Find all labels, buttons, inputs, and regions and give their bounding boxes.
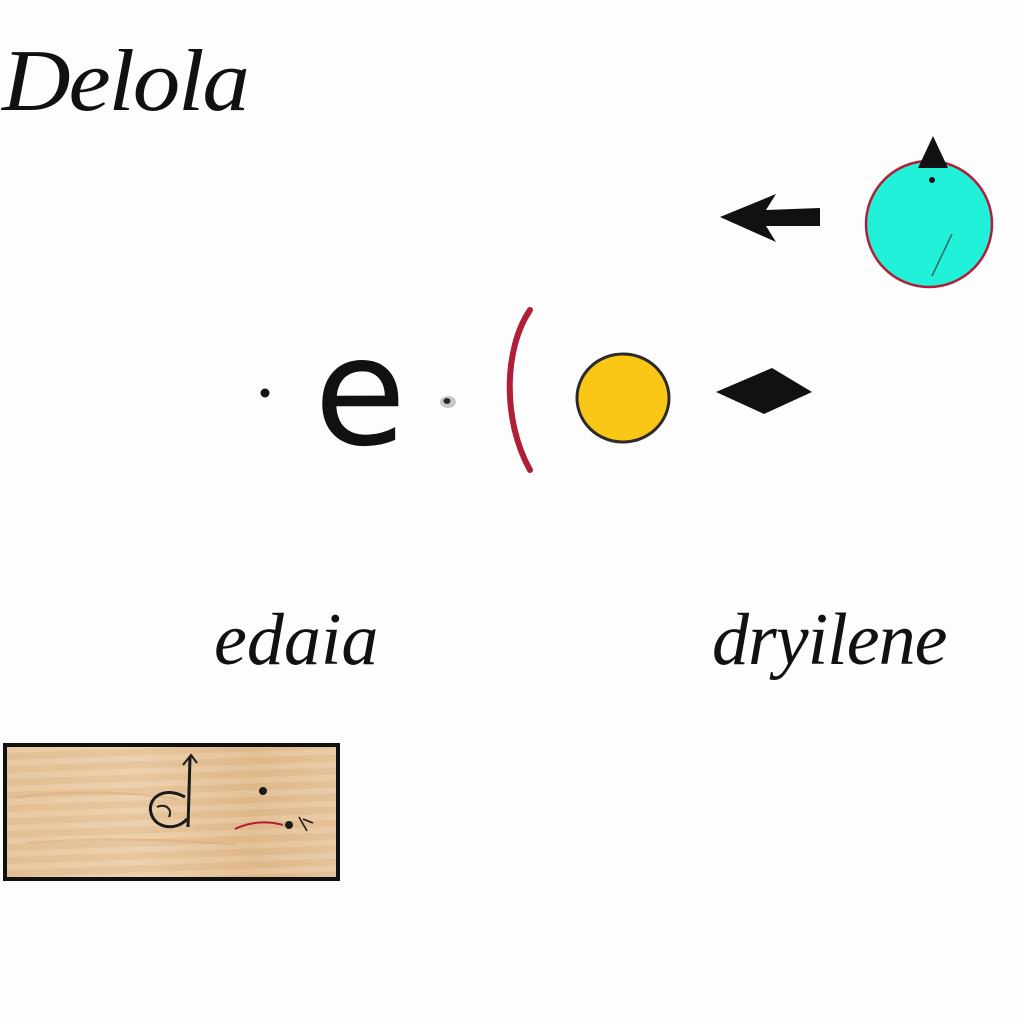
center-glyph: e bbox=[314, 306, 407, 480]
page-title: Delola bbox=[2, 33, 250, 130]
scribble-drawing bbox=[16, 753, 314, 846]
dot-smudge bbox=[440, 396, 456, 408]
left-arrow-icon bbox=[720, 194, 820, 242]
label-left: edaia bbox=[214, 599, 379, 681]
dot-left bbox=[260, 388, 270, 398]
diamond-icon bbox=[716, 368, 812, 414]
open-paren-icon bbox=[506, 307, 533, 473]
wood-panel bbox=[3, 743, 340, 881]
teal-circle-icon bbox=[864, 136, 994, 289]
label-right: dryilene bbox=[712, 599, 947, 681]
yellow-circle-icon bbox=[575, 352, 671, 444]
